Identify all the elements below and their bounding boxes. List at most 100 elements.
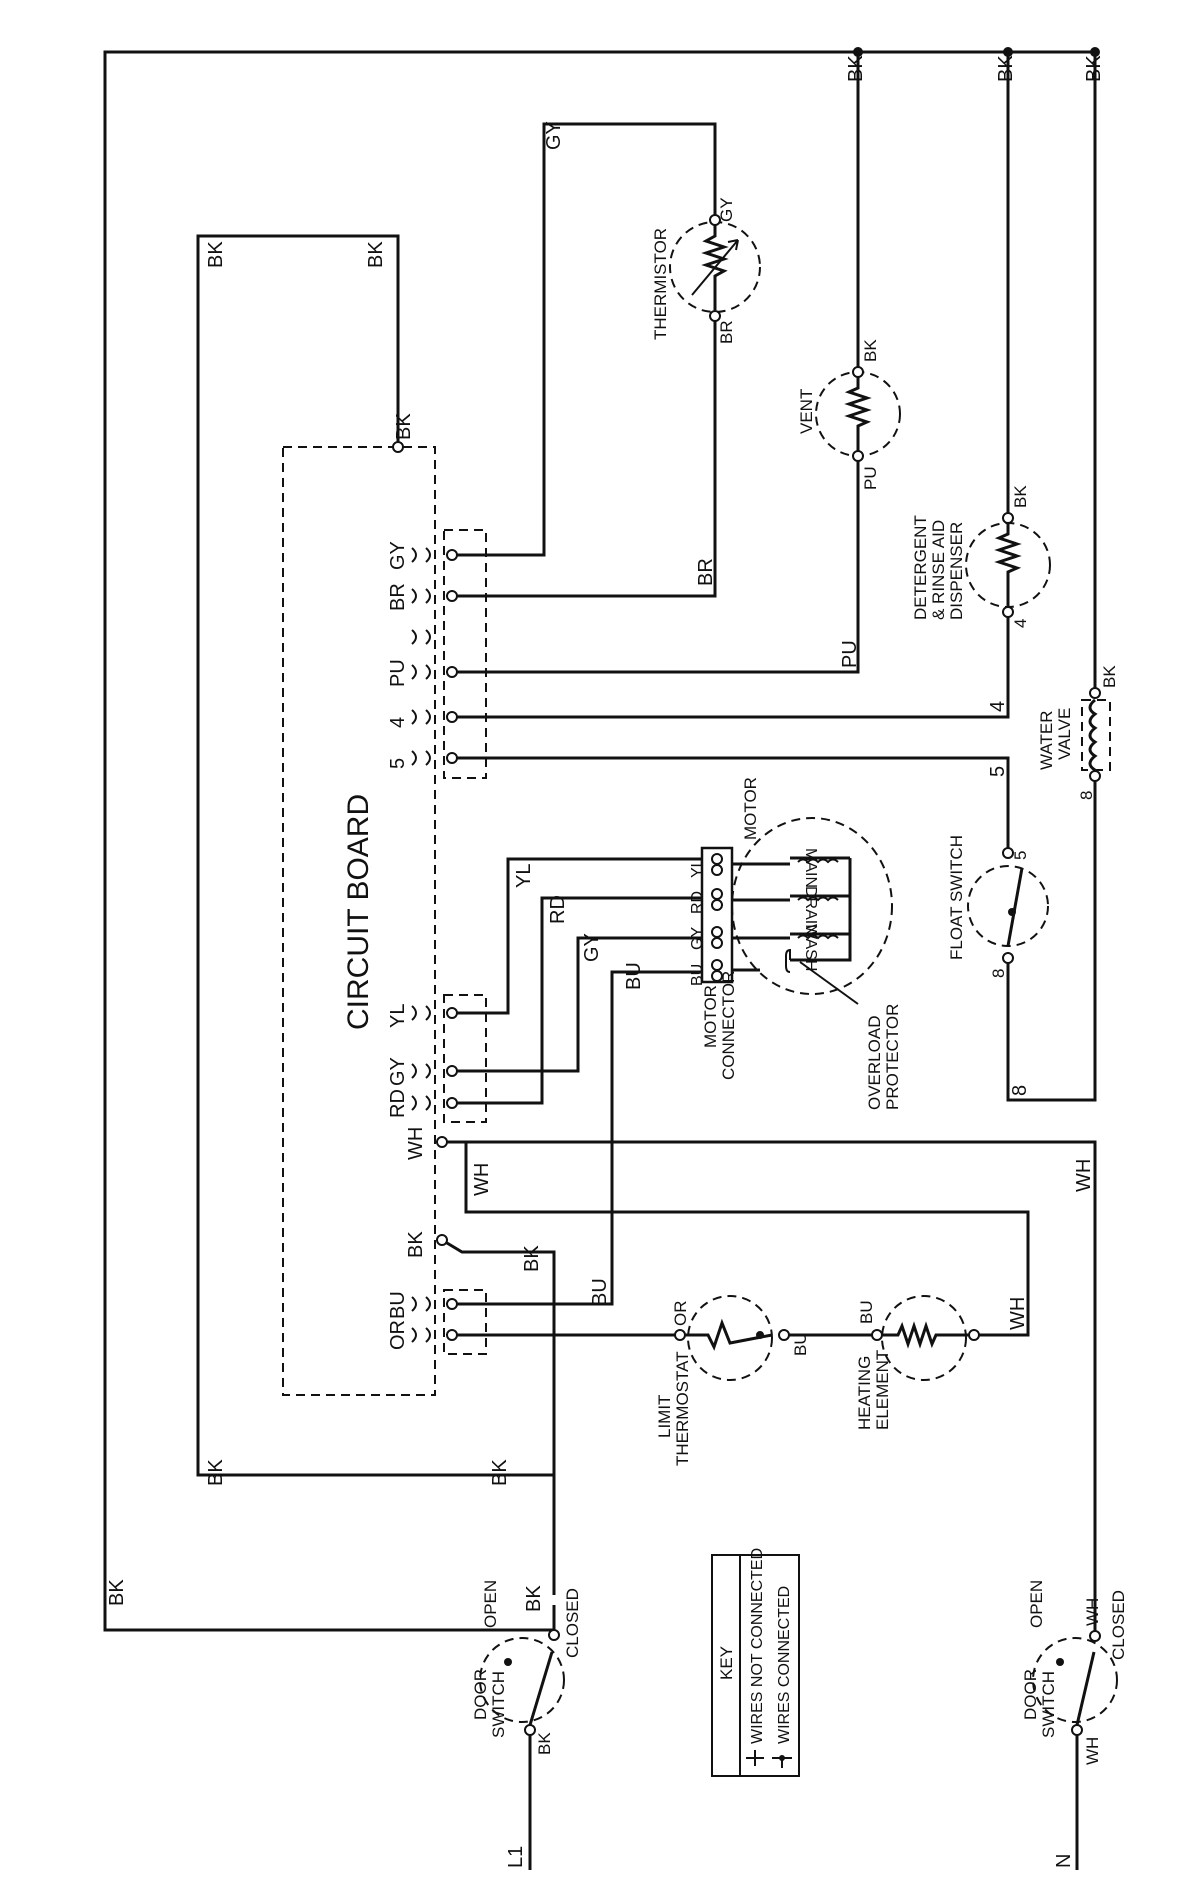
wire-label-bk: BK [995, 55, 1017, 82]
wire-label-bu: BU [589, 1278, 611, 1306]
heating-element-label-1: HEATING [855, 1356, 874, 1430]
thermistor-br-label: BR [717, 320, 736, 344]
connector-block-top [443, 529, 487, 779]
connector-block-motor [443, 994, 487, 1123]
limit-thermostat-label-2: THERMOSTAT [673, 1351, 692, 1466]
motor-yl-label: YL [689, 858, 706, 878]
wire-label-bk: BK [205, 1459, 227, 1486]
valve-label-2: VALVE [1055, 708, 1074, 760]
heating-element-label-2: ELEMENT [873, 1350, 892, 1430]
wire-label-bu: BU [623, 962, 645, 990]
door-switch-l1: DOOR SWITCH OPEN CLOSED BK L1 [471, 1580, 582, 1868]
overload-label-2: PROTECTOR [883, 1004, 902, 1110]
door-switch-l1-blade-icon [528, 1651, 554, 1726]
board-label-br: BR [387, 583, 409, 611]
board-label-or: OR [387, 1320, 409, 1350]
limit-thermostat-outline [687, 1295, 773, 1381]
wire-motor-bu [452, 970, 712, 1306]
heating-element-outline [881, 1295, 967, 1381]
vent: BK PU VENT [797, 339, 901, 490]
motor-gy-label: GY [689, 927, 706, 950]
circuit-board-label: CIRCUIT BOARD [342, 794, 375, 1030]
heater-bu-label: BU [857, 1300, 876, 1324]
overload-leader [799, 961, 859, 1005]
wire-label-bk: BK [489, 1459, 511, 1486]
key-box [711, 1554, 800, 1777]
wire-valve-8 [1006, 776, 1097, 1102]
motor-connector-pins [711, 853, 723, 982]
key-not-connected: WIRES NOT CONNECTED [749, 1548, 766, 1744]
float-switch: 5 8 FLOAT SWITCH [947, 835, 1049, 978]
dispenser: BK 4 DETERGENT & RINSE AID DISPENSER [911, 485, 1051, 628]
vent-bk-label: BK [861, 339, 880, 362]
board-label-gy2: GY [387, 1057, 409, 1086]
board-label-pu: PU [387, 659, 409, 687]
wire-label-wh: WH [1007, 1297, 1029, 1330]
wire-thermistor-gy [452, 122, 717, 557]
limit-thermostat: OR BU LIMIT THERMOSTAT [655, 1295, 810, 1466]
water-valve-coil-icon [1088, 698, 1098, 772]
dispenser-label-3: DISPENSER [947, 522, 966, 620]
wire-label-gy: GY [543, 121, 565, 150]
board-label-bu: BU [387, 1291, 409, 1319]
board-label-wh: WH [405, 1127, 427, 1160]
thermistor-resistor-icon [701, 224, 729, 310]
door-switch-n-wh: WH [1083, 1737, 1102, 1765]
water-valve-outline [1081, 699, 1111, 771]
door-switch-n-open: OPEN [1027, 1580, 1046, 1628]
motor-rd-label: RD [689, 891, 706, 914]
wire-bk-top-bus [103, 50, 1095, 1632]
board-label-rd: RD [387, 1089, 409, 1118]
wire-label-br: BR [695, 558, 717, 586]
wire-motor-yl [452, 857, 712, 1015]
limit-or-label: OR [671, 1301, 690, 1327]
door-switch-l1-open: OPEN [481, 1580, 500, 1628]
door-switch-l1-label-1: DOOR [471, 1669, 490, 1720]
limit-bu-label: BU [791, 1332, 810, 1356]
motor-coil-icon [797, 858, 839, 940]
overload-label-1: OVERLOAD [865, 1016, 884, 1110]
wire-label-8: 8 [1009, 1085, 1031, 1096]
vent-coil-icon [844, 376, 872, 452]
limit-thermostat-icon [685, 1318, 773, 1351]
wire-label-bk: BK [106, 1579, 128, 1606]
circuit-board-outline [282, 446, 436, 1396]
board-label-bk2: BK [405, 1231, 427, 1258]
limit-thermostat-label-1: LIMIT [655, 1395, 674, 1438]
door-switch-n-label-1: DOOR [1021, 1669, 1040, 1720]
motor: YL RD GY BU MAIN DRAIN WASH MOTOR MOTOR … [689, 777, 902, 1110]
dispenser-4-label: 4 [1011, 619, 1030, 628]
motor-drain-label: DRAIN [802, 886, 819, 936]
door-switch-n-wh-top: WH [1083, 1598, 1102, 1626]
wire-bk-door [441, 1238, 556, 1595]
board-terminals [392, 441, 458, 1341]
motor-main-label: MAIN [802, 848, 819, 888]
connector-block-heater [443, 1289, 487, 1355]
wire-label-pu: PU [839, 640, 861, 668]
dispenser-bk-label: BK [1011, 485, 1030, 508]
key-connected: WIRES CONNECTED [776, 1586, 793, 1744]
wire-label-bk: BK [521, 1245, 543, 1272]
wire-bk-loop [196, 234, 556, 1595]
wire-wh-neutral [442, 1140, 1097, 1600]
wire-label-bk: BK [1083, 55, 1105, 82]
key-title: KEY [717, 1646, 736, 1680]
board-terminal-arcs [411, 547, 431, 1343]
n-label: N [1053, 1854, 1075, 1868]
door-switch-l1-outline [479, 1637, 565, 1723]
circuit-board: CIRCUIT BOARD [282, 413, 487, 1396]
wire-label-bk: BK [205, 241, 227, 268]
thermistor: GY BR THERMISTOR [651, 197, 761, 344]
door-switch-n-blade-icon [1075, 1651, 1096, 1726]
dispenser-label-2: & RINSE AID [929, 520, 948, 620]
wires [103, 47, 1100, 1870]
door-switch-n-label-2: SWITCH [1039, 1671, 1058, 1738]
wire-label-5: 5 [987, 766, 1009, 777]
wire-float-5 [452, 756, 1010, 853]
wire-vent-pu [452, 456, 860, 674]
dispenser-coil-icon [994, 522, 1022, 608]
wire-motor-rd [452, 896, 712, 1105]
door-switch-n-closed: CLOSED [1109, 1590, 1128, 1660]
key-legend: KEY WIRES NOT CONNECTED WIRES CONNECTED [711, 1548, 800, 1777]
